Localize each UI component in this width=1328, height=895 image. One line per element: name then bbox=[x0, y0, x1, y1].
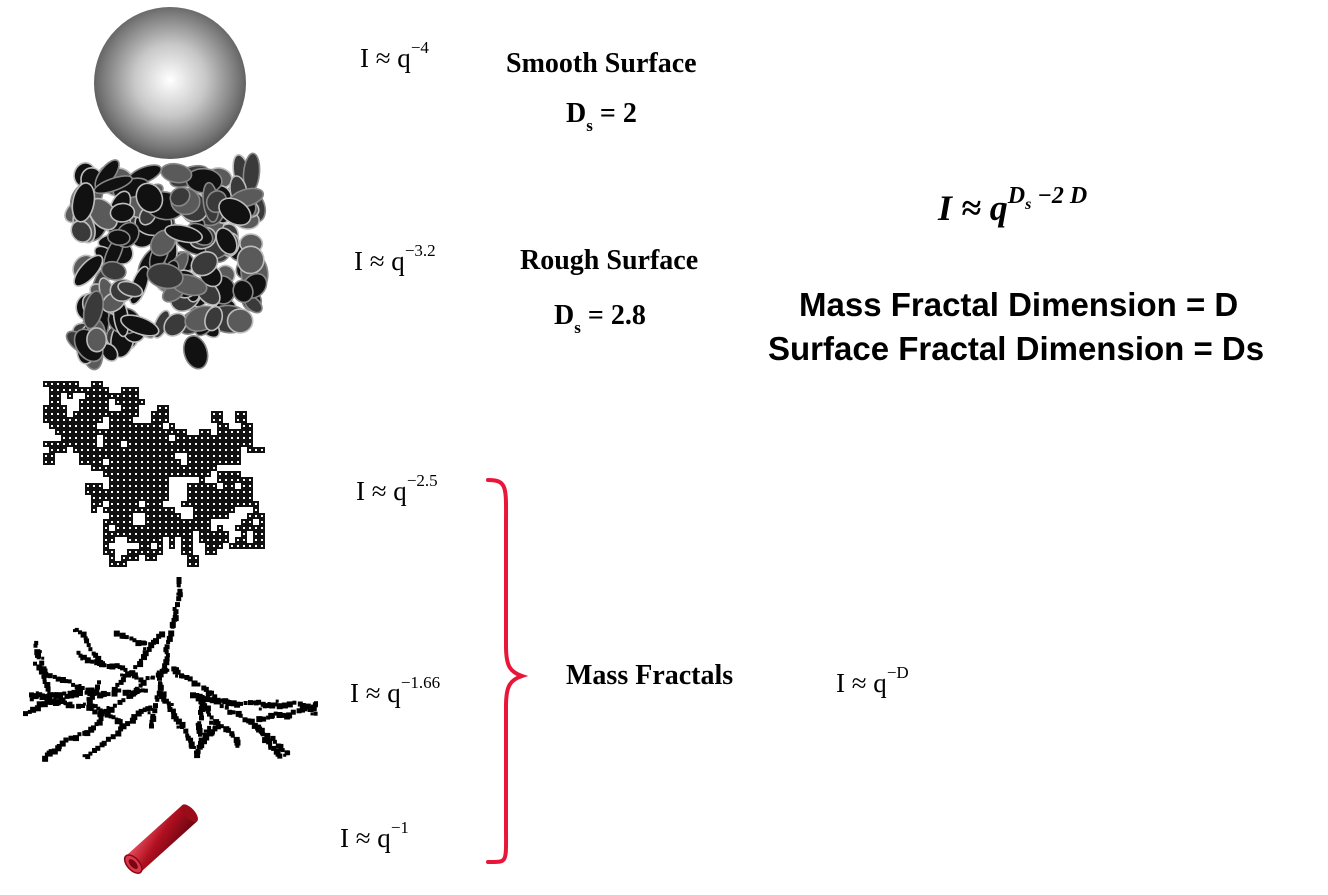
definition-mass-fractal: Mass Fractal Dimension = D bbox=[799, 286, 1239, 323]
dim-smooth: Ds = 2 bbox=[566, 98, 637, 135]
rod-tube-image bbox=[123, 804, 198, 874]
smooth-sphere-image bbox=[94, 7, 246, 159]
law-smooth: I ≈ q−4 bbox=[360, 38, 429, 73]
branched-fractal-aggregate-image bbox=[23, 577, 318, 762]
mass-fractals-label: Mass Fractals bbox=[566, 660, 734, 691]
law-rough: I ≈ q−3.2 bbox=[354, 241, 436, 276]
title-rough-surface: Rough Surface bbox=[520, 245, 699, 276]
dense-fractal-cluster-image bbox=[43, 381, 265, 567]
law-mass-fractal: I ≈ q−D bbox=[836, 663, 909, 698]
dim-rough: Ds = 2.8 bbox=[554, 300, 646, 337]
rough-surface-image bbox=[64, 152, 269, 371]
law-branched: I ≈ q−1.66 bbox=[350, 673, 441, 708]
mass-fractals-brace bbox=[486, 478, 529, 865]
title-smooth-surface: Smooth Surface bbox=[506, 48, 697, 79]
scattering-formula: I ≈ qDs −2 D bbox=[938, 183, 1088, 228]
law-cluster: I ≈ q−2.5 bbox=[356, 471, 438, 506]
definition-surface-fractal: Surface Fractal Dimension = Ds bbox=[768, 330, 1265, 367]
law-rod: I ≈ q−1 bbox=[340, 818, 409, 853]
